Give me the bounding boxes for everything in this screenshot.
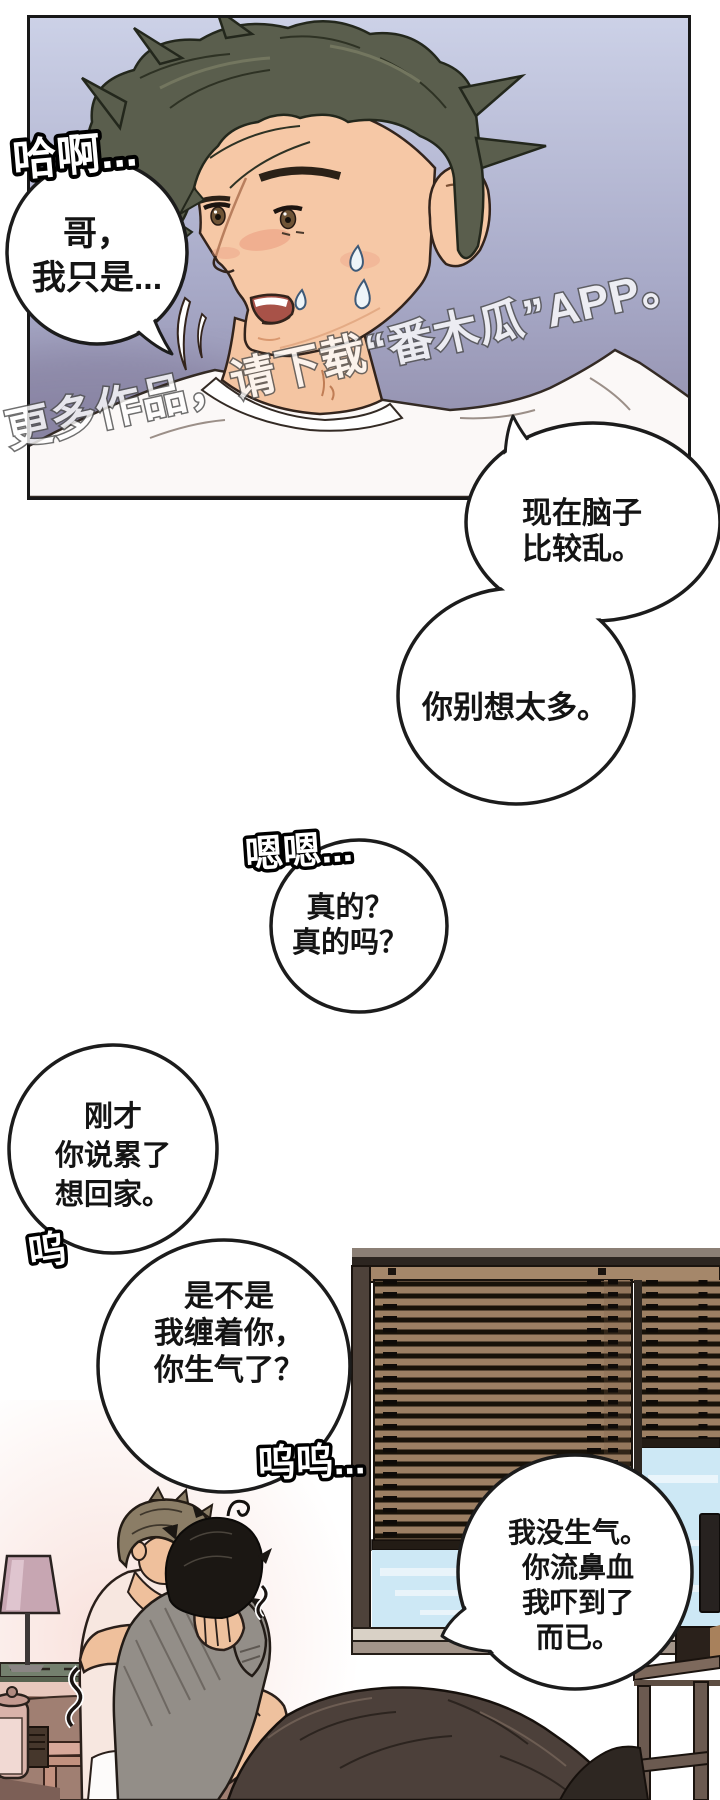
bubble-b2-text: 现在脑子 比较乱。 — [482, 496, 682, 568]
window-frame-left — [351, 1265, 371, 1649]
bubble-line: 哥， — [63, 215, 131, 253]
bubble-line: 你说累了 — [54, 1140, 171, 1172]
face-a — [138, 1535, 192, 1585]
radio — [25, 1726, 49, 1768]
ledge — [0, 1662, 213, 1700]
tremble-squiggles — [65, 1583, 270, 1729]
blind-bottomrail-right — [639, 1437, 720, 1449]
bubble-line: 我只是... — [31, 259, 163, 297]
character-a — [78, 1486, 214, 1800]
bubble-line: 比较乱。 — [522, 533, 642, 566]
lamp — [0, 1554, 61, 1672]
hair-spikes-right — [458, 73, 547, 170]
hair-a — [116, 1498, 212, 1575]
bubble-line: 想回家。 — [54, 1179, 171, 1211]
bubble-b5-text: 是不是 我缠着你， 你生气了？ — [124, 1278, 334, 1389]
blush — [239, 229, 291, 251]
bubble-line: 你生气了？ — [154, 1354, 304, 1387]
legs-b — [148, 1684, 289, 1800]
bubble-line: 真的吗？ — [291, 927, 408, 959]
bubble-b4-text: 刚才 你说累了 想回家。 — [33, 1098, 193, 1215]
window-blinds-left — [373, 1279, 633, 1543]
character-b — [112, 1499, 289, 1800]
hand-a — [135, 1627, 165, 1655]
sfx-sob-double: 呜呜... — [257, 1440, 366, 1486]
sfx-murmur: 嗯嗯... — [244, 828, 354, 877]
bed-blanket — [226, 1686, 650, 1800]
sweater-b — [112, 1582, 272, 1800]
ear-a — [131, 1541, 147, 1561]
bubble-b7-text: 我没生气。 你流鼻血 我吓到了 而已。 — [468, 1515, 688, 1655]
bubble-line: 真的？ — [306, 892, 394, 924]
arm-b — [232, 1598, 268, 1678]
blind-ladder-tapes — [383, 1280, 708, 1546]
bubble-line: 是不是 — [184, 1280, 274, 1313]
sweater-ribs — [123, 1599, 221, 1727]
hair-spikes-top — [81, 18, 256, 131]
ahoge-curl — [226, 1499, 251, 1517]
left-eye — [203, 202, 231, 226]
bubble-line: 我吓到了 — [521, 1587, 634, 1618]
nose — [212, 255, 235, 274]
bubble-b3-text: 你别想太多。 — [395, 688, 635, 728]
face — [178, 105, 437, 358]
bubble-line: 我缠着你， — [154, 1317, 304, 1350]
hair-b — [164, 1516, 264, 1620]
right-eye — [272, 205, 305, 236]
jar — [0, 1686, 31, 1780]
hands-b — [193, 1598, 246, 1652]
bubble-b6-text: 真的？ 真的吗？ — [270, 891, 430, 961]
sfx-sob: 呜 — [25, 1228, 68, 1275]
bubble-line: 刚才 — [83, 1101, 142, 1133]
blinds-headrail — [369, 1265, 720, 1283]
bubble-line: 而已。 — [535, 1622, 620, 1653]
side-table — [0, 1741, 138, 1800]
right-eyebrow — [258, 166, 342, 182]
bed-mattress — [0, 1694, 302, 1800]
mouth — [249, 293, 295, 325]
monitor — [699, 1513, 720, 1613]
shirt-a — [78, 1566, 202, 1800]
window-blinds-right — [642, 1280, 720, 1444]
pants-a — [86, 1749, 144, 1800]
nose-bridge — [214, 177, 248, 257]
lamp-glow — [0, 1400, 360, 1800]
collar — [200, 376, 404, 432]
window-blinds-bunched — [604, 1280, 630, 1548]
bubble-line: 现在脑子 — [522, 497, 642, 530]
arm-a — [78, 1623, 170, 1675]
bubble-line: 我没生气。 — [507, 1517, 648, 1548]
bubble-line: 你流鼻血 — [521, 1552, 634, 1583]
bubble-b1-text: 哥， 我只是... — [17, 212, 177, 300]
chin-crease — [257, 337, 281, 341]
bubble-line: 你别想太多。 — [422, 690, 608, 725]
